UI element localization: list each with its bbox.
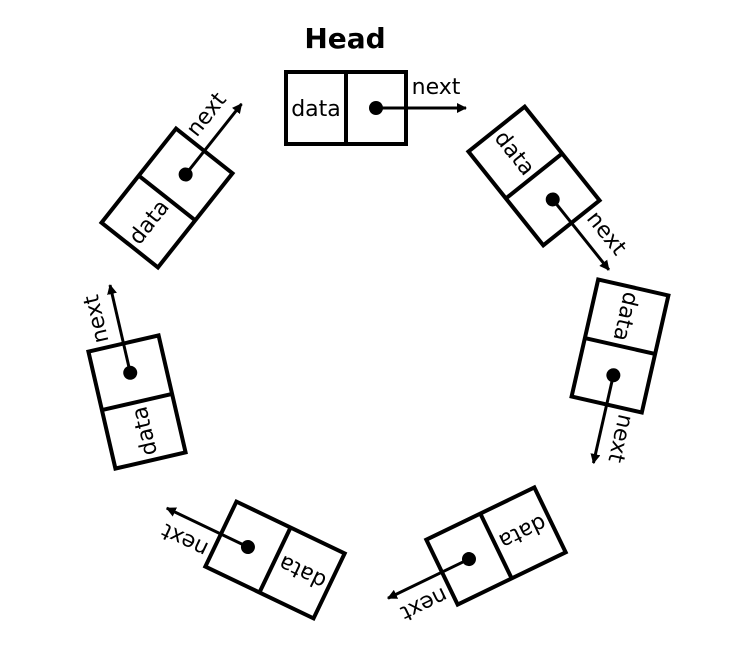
node-data-label: data <box>291 97 341 122</box>
node-next-label: next <box>157 518 212 562</box>
list-node: data next <box>284 70 467 146</box>
node-divider <box>257 526 293 594</box>
node-next-label: next <box>79 292 114 345</box>
next-pointer-dot <box>461 552 476 567</box>
node-divider <box>101 391 173 413</box>
list-node: data next <box>79 284 188 471</box>
node-divider <box>584 336 656 356</box>
node-next-label: next <box>396 582 451 626</box>
list-node: data next <box>157 498 348 622</box>
list-node: data next <box>569 277 671 465</box>
node-next-label: next <box>182 88 232 142</box>
node-next-label: next <box>581 207 631 261</box>
next-arrow <box>590 374 615 464</box>
next-arrow <box>165 506 249 549</box>
node-divider <box>478 512 514 580</box>
list-node: data next <box>387 484 569 626</box>
head-label: Head <box>304 22 385 55</box>
list-node: data next <box>98 88 243 271</box>
next-arrow <box>551 198 611 271</box>
list-node: data next <box>465 103 631 271</box>
next-arrow <box>107 284 132 374</box>
node-divider <box>504 151 564 201</box>
node-next-label: next <box>602 412 637 465</box>
node-divider <box>137 174 197 222</box>
node-next-label: next <box>412 75 461 100</box>
next-arrow <box>184 103 243 176</box>
next-arrow <box>387 557 470 600</box>
